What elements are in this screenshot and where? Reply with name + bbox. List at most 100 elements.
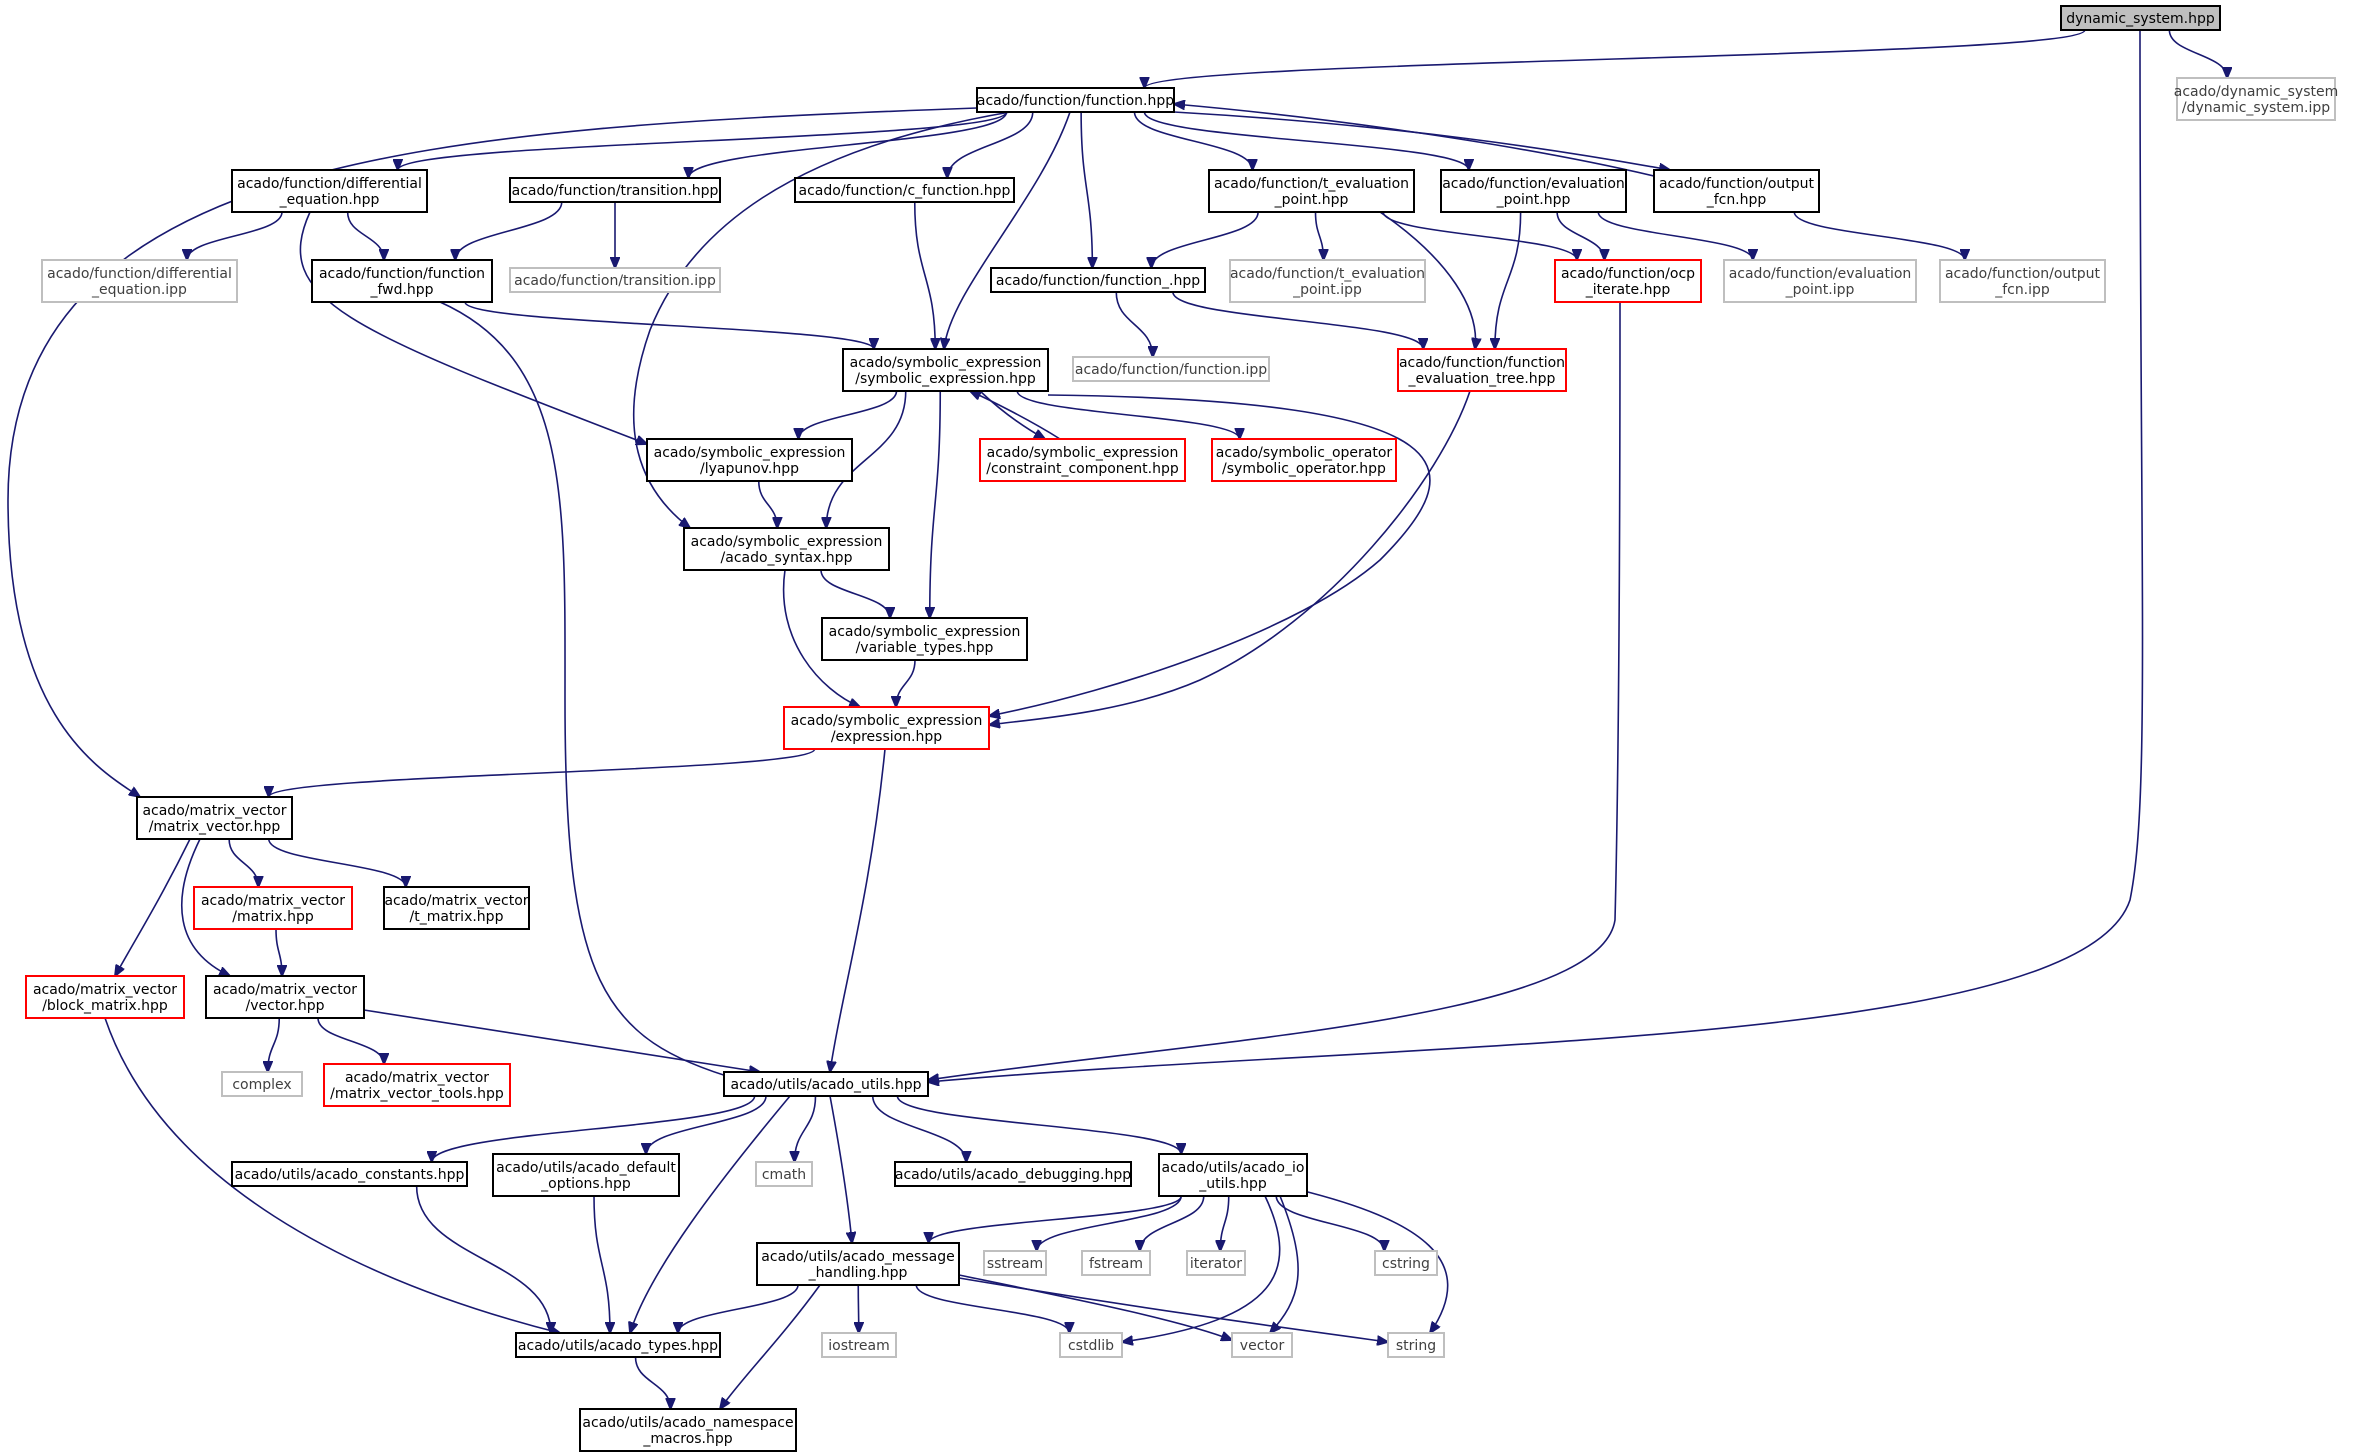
node-label: _evaluation_tree.hpp xyxy=(1408,371,1556,387)
node-default-options[interactable]: acado/utils/acado_default_options.hpp xyxy=(492,1153,680,1197)
edge-function-to-output_fcn xyxy=(1173,111,1670,170)
edge-io_utils-to-sstream xyxy=(1037,1195,1182,1251)
node-cmath[interactable]: cmath xyxy=(755,1161,813,1187)
node-label: cstdlib xyxy=(1068,1338,1114,1354)
node-complex[interactable]: complex xyxy=(221,1071,303,1097)
node-types[interactable]: acado/utils/acado_types.hpp xyxy=(515,1332,721,1358)
node-label: acado/function/function_.hpp xyxy=(996,273,1200,289)
node-transition[interactable]: acado/function/transition.hpp xyxy=(509,177,721,203)
edge-types-to-namespace_macros xyxy=(634,1356,671,1409)
node-mv-tools[interactable]: acado/matrix_vector/matrix_vector_tools.… xyxy=(323,1063,511,1107)
node-label: acado/utils/acado_default xyxy=(496,1160,676,1176)
edge-function_fwd-to-sym_expr xyxy=(464,301,874,349)
node-sym-expr[interactable]: acado/symbolic_expression/symbolic_expre… xyxy=(842,348,1049,392)
edge-message-to-iostream xyxy=(858,1284,859,1333)
node-iterator[interactable]: iterator xyxy=(1186,1250,1246,1276)
node-label: _utils.hpp xyxy=(1198,1176,1267,1192)
node-block-matrix[interactable]: acado/matrix_vector/block_matrix.hpp xyxy=(25,975,185,1019)
edge-eval_point-to-eval_ipp xyxy=(1597,211,1753,260)
node-expression[interactable]: acado/symbolic_expression/expression.hpp xyxy=(783,706,990,750)
node-sym-operator[interactable]: acado/symbolic_operator/symbolic_operato… xyxy=(1211,438,1397,482)
node-namespace-macros[interactable]: acado/utils/acado_namespace_macros.hpp xyxy=(579,1408,797,1452)
node-label: /acado_syntax.hpp xyxy=(721,550,853,566)
edge-message-to-namespace_macros xyxy=(720,1284,821,1409)
node-acado-syntax[interactable]: acado/symbolic_expression/acado_syntax.h… xyxy=(683,527,890,571)
node-label: sstream xyxy=(987,1256,1043,1272)
node-vector[interactable]: acado/matrix_vector/vector.hpp xyxy=(205,975,365,1019)
node-io-utils[interactable]: acado/utils/acado_io_utils.hpp xyxy=(1158,1153,1308,1197)
node-t-matrix[interactable]: acado/matrix_vector/t_matrix.hpp xyxy=(383,886,530,930)
node-label: _point.ipp xyxy=(1292,282,1362,298)
edge-c_function-to-sym_expr xyxy=(913,201,936,349)
node-function[interactable]: acado/function/function.hpp xyxy=(976,87,1175,113)
node-lyapunov[interactable]: acado/symbolic_expression/lyapunov.hpp xyxy=(646,438,853,482)
node-diff-eq-ipp[interactable]: acado/function/differential_equation.ipp xyxy=(41,259,238,303)
edge-io_utils-to-cstdlib xyxy=(1122,1195,1281,1342)
node-ocp-iterate[interactable]: acado/function/ocp_iterate.hpp xyxy=(1554,259,1702,303)
node-dynamic-system[interactable]: dynamic_system.hpp xyxy=(2060,5,2221,31)
edge-io_utils-to-message xyxy=(929,1195,1182,1243)
edge-t_eval_point-to-function_ xyxy=(1151,211,1259,268)
node-label: acado/function/ocp xyxy=(1561,266,1695,282)
node-string[interactable]: string xyxy=(1387,1332,1445,1358)
edge-acado_utils-to-default_options xyxy=(646,1095,767,1154)
node-label: fstream xyxy=(1089,1256,1143,1272)
node-label: acado/function/differential xyxy=(237,176,422,192)
node-eval-ipp[interactable]: acado/function/evaluation_point.ipp xyxy=(1723,259,1917,303)
node-label: _fcn.ipp xyxy=(1994,282,2050,298)
node-t-eval-ipp[interactable]: acado/function/t_evaluation_point.ipp xyxy=(1229,259,1426,303)
edge-expression-to-acado_utils xyxy=(830,748,886,1072)
node-t-eval-point[interactable]: acado/function/t_evaluation_point.hpp xyxy=(1208,169,1415,213)
node-dyn-ipp[interactable]: acado/dynamic_system/dynamic_system.ipp xyxy=(2174,77,2339,121)
node-label: acado/function/t_evaluation xyxy=(1214,176,1409,192)
node-sstream[interactable]: sstream xyxy=(983,1250,1047,1276)
node-function-ipp[interactable]: acado/function/function.ipp xyxy=(1072,356,1270,382)
node-transition-ipp[interactable]: acado/function/transition.ipp xyxy=(509,267,721,293)
edge-ocp_iterate-to-acado_utils xyxy=(928,301,1621,1080)
node-label: acado/utils/acado_types.hpp xyxy=(518,1338,718,1354)
node-eval-point[interactable]: acado/function/evaluation_point.hpp xyxy=(1440,169,1627,213)
node-output-ipp[interactable]: acado/function/output_fcn.ipp xyxy=(1939,259,2106,303)
node-function-fwd[interactable]: acado/function/function_fwd.hpp xyxy=(311,259,493,303)
node-label: acado/symbolic_expression xyxy=(654,445,846,461)
node-diff-eq[interactable]: acado/function/differential_equation.hpp xyxy=(231,169,428,213)
edge-constraint_comp-to-sym_expr xyxy=(970,391,1061,440)
node-label: acado/function/function xyxy=(1399,355,1565,371)
node-vector-std[interactable]: vector xyxy=(1231,1332,1293,1358)
node-cstring[interactable]: cstring xyxy=(1374,1250,1438,1276)
node-label: _fcn.hpp xyxy=(1706,192,1767,208)
node-label: /lyapunov.hpp xyxy=(700,461,799,477)
node-c-function[interactable]: acado/function/c_function.hpp xyxy=(794,177,1015,203)
edge-dynamic_system-to-acado_utils xyxy=(928,29,2144,1082)
node-label: acado/matrix_vector xyxy=(142,803,286,819)
node-label: _options.hpp xyxy=(540,1176,631,1192)
edge-output_fcn-to-output_ipp xyxy=(1793,211,1965,260)
node-label: complex xyxy=(232,1077,291,1093)
node-label: /symbolic_expression.hpp xyxy=(855,371,1036,387)
node-fstream[interactable]: fstream xyxy=(1081,1250,1151,1276)
node-function-[interactable]: acado/function/function_.hpp xyxy=(990,267,1206,293)
node-label: acado/function/output xyxy=(1945,266,2101,282)
edge-acado_utils-to-cmath xyxy=(795,1095,817,1162)
node-eval-tree[interactable]: acado/function/function_evaluation_tree.… xyxy=(1397,348,1567,392)
node-label: acado/matrix_vector xyxy=(345,1070,489,1086)
node-constants[interactable]: acado/utils/acado_constants.hpp xyxy=(231,1161,468,1187)
node-label: /variable_types.hpp xyxy=(856,640,994,656)
edge-matrix_vector-to-matrix xyxy=(228,838,258,887)
node-variable-types[interactable]: acado/symbolic_expression/variable_types… xyxy=(821,617,1028,661)
node-acado-utils[interactable]: acado/utils/acado_utils.hpp xyxy=(723,1071,929,1097)
node-label: acado/symbolic_expression xyxy=(850,355,1042,371)
node-message[interactable]: acado/utils/acado_message_handling.hpp xyxy=(756,1242,960,1286)
node-iostream[interactable]: iostream xyxy=(821,1332,897,1358)
node-debugging[interactable]: acado/utils/acado_debugging.hpp xyxy=(894,1161,1132,1187)
node-matrix-vector[interactable]: acado/matrix_vector/matrix_vector.hpp xyxy=(136,796,293,840)
node-output-fcn[interactable]: acado/function/output_fcn.hpp xyxy=(1653,169,1820,213)
node-label: acado/function/differential xyxy=(47,266,232,282)
node-label: vector xyxy=(1240,1338,1285,1354)
node-label: _equation.ipp xyxy=(91,282,187,298)
node-cstdlib[interactable]: cstdlib xyxy=(1059,1332,1123,1358)
edge-block_matrix-to-types xyxy=(104,1017,560,1333)
node-constraint-comp[interactable]: acado/symbolic_expression/constraint_com… xyxy=(979,438,1186,482)
node-matrix[interactable]: acado/matrix_vector/matrix.hpp xyxy=(193,886,353,930)
edge-lyapunov-to-acado_syntax xyxy=(757,480,778,528)
